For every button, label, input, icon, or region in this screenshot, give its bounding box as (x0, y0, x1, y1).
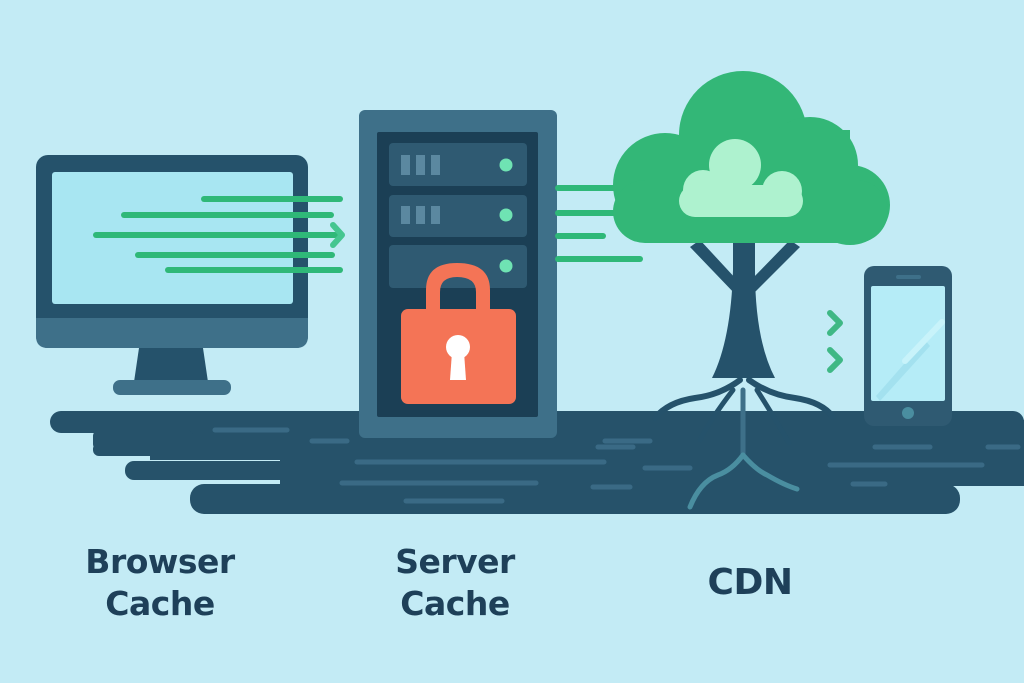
status-light-icon (499, 259, 513, 273)
cdn-label-text: CDN (707, 562, 793, 603)
server-cache-label-line1: Server (395, 542, 515, 581)
inner-cloud-icon (679, 139, 803, 217)
browser-flow-lines (93, 196, 345, 273)
server-unit (389, 143, 527, 186)
browser-cache-label: Browser Cache (60, 541, 260, 625)
browser-cache-label-line2: Cache (105, 584, 215, 623)
tree-roots (652, 377, 836, 510)
cdn-flow-arrows (567, 310, 843, 373)
server-unit (389, 195, 527, 237)
desktop-monitor-icon (36, 155, 308, 395)
smartphone-icon (864, 266, 952, 426)
cdn-label: CDN (650, 562, 850, 604)
server-cache-label-line2: Cache (400, 584, 510, 623)
server-cache-label: Server Cache (355, 541, 555, 625)
browser-cache-label-line1: Browser (85, 542, 235, 581)
padlock-icon (401, 263, 516, 404)
status-light-icon (499, 208, 513, 222)
ground-platform (50, 411, 1024, 514)
ground-texture (212, 427, 1021, 504)
status-light-icon (499, 158, 513, 172)
